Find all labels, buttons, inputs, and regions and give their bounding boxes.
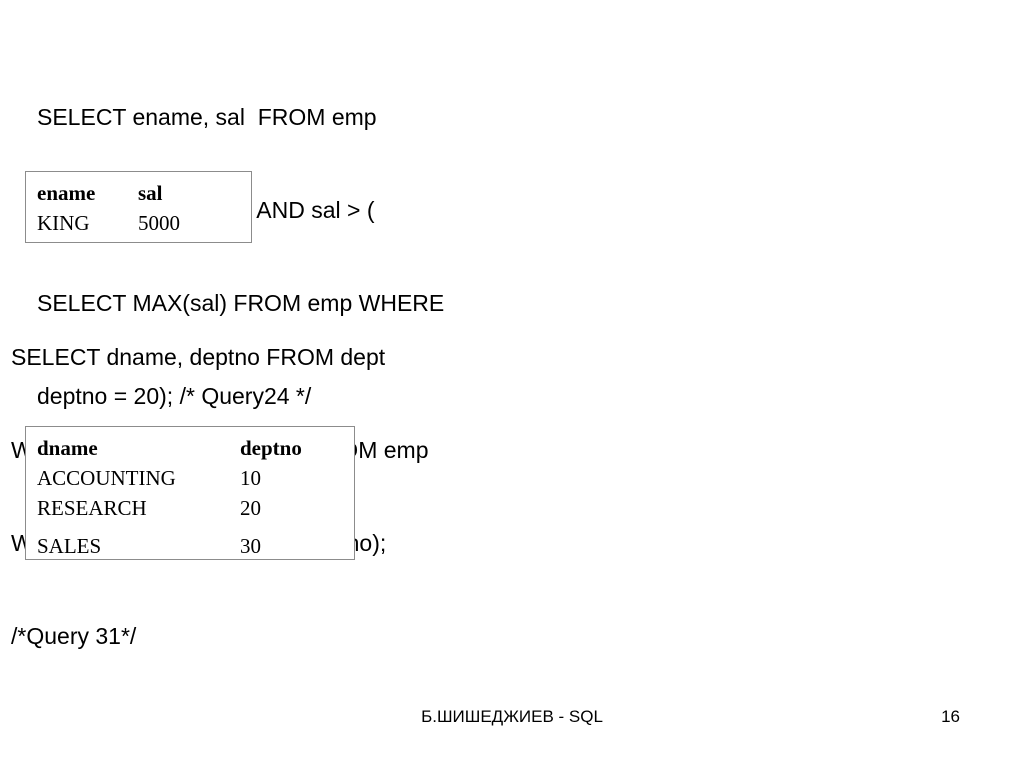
footer-title: Б.ШИШЕДЖИЕВ - SQL: [421, 707, 603, 726]
column-header-deptno: deptno: [240, 436, 302, 460]
table-cell: KING: [37, 211, 90, 235]
table-cell: 5000: [138, 211, 180, 235]
column-header-dname: dname: [37, 436, 98, 460]
page-number: 16: [941, 707, 960, 726]
column-header-ename: ename: [37, 181, 96, 205]
table-row: SALES 30: [37, 523, 302, 561]
query-31-result-box: dname deptno ACCOUNTING 10 RESEARCH 20 S…: [25, 426, 355, 560]
table-cell: RESEARCH: [37, 496, 147, 520]
sql-line: SELECT ename, sal FROM emp: [37, 104, 377, 130]
sql-line: /*Query 31*/: [11, 623, 137, 649]
table-cell: SALES: [37, 534, 102, 558]
column-header-sal: sal: [138, 181, 163, 205]
table-cell: 30: [240, 534, 261, 558]
query-31-result-table: dname deptno ACCOUNTING 10 RESEARCH 20 S…: [37, 433, 302, 561]
sql-line: SELECT MAX(sal) FROM emp WHERE: [37, 290, 445, 316]
sql-line: SELECT dname, deptno FROM dept: [11, 344, 386, 370]
table-cell: 20: [240, 496, 261, 520]
table-row: KING 5000: [37, 208, 180, 238]
table-cell: ACCOUNTING: [37, 466, 176, 490]
query-24-result-table: ename sal KING 5000: [37, 178, 180, 238]
query-24-result-box: ename sal KING 5000: [25, 171, 252, 243]
table-header-row: dname deptno: [37, 433, 302, 463]
sql-line: deptno = 20); /* Query24 */: [37, 383, 312, 409]
table-cell: 10: [240, 466, 261, 490]
table-row: RESEARCH 20: [37, 493, 302, 523]
table-row: ACCOUNTING 10: [37, 463, 302, 493]
table-header-row: ename sal: [37, 178, 180, 208]
